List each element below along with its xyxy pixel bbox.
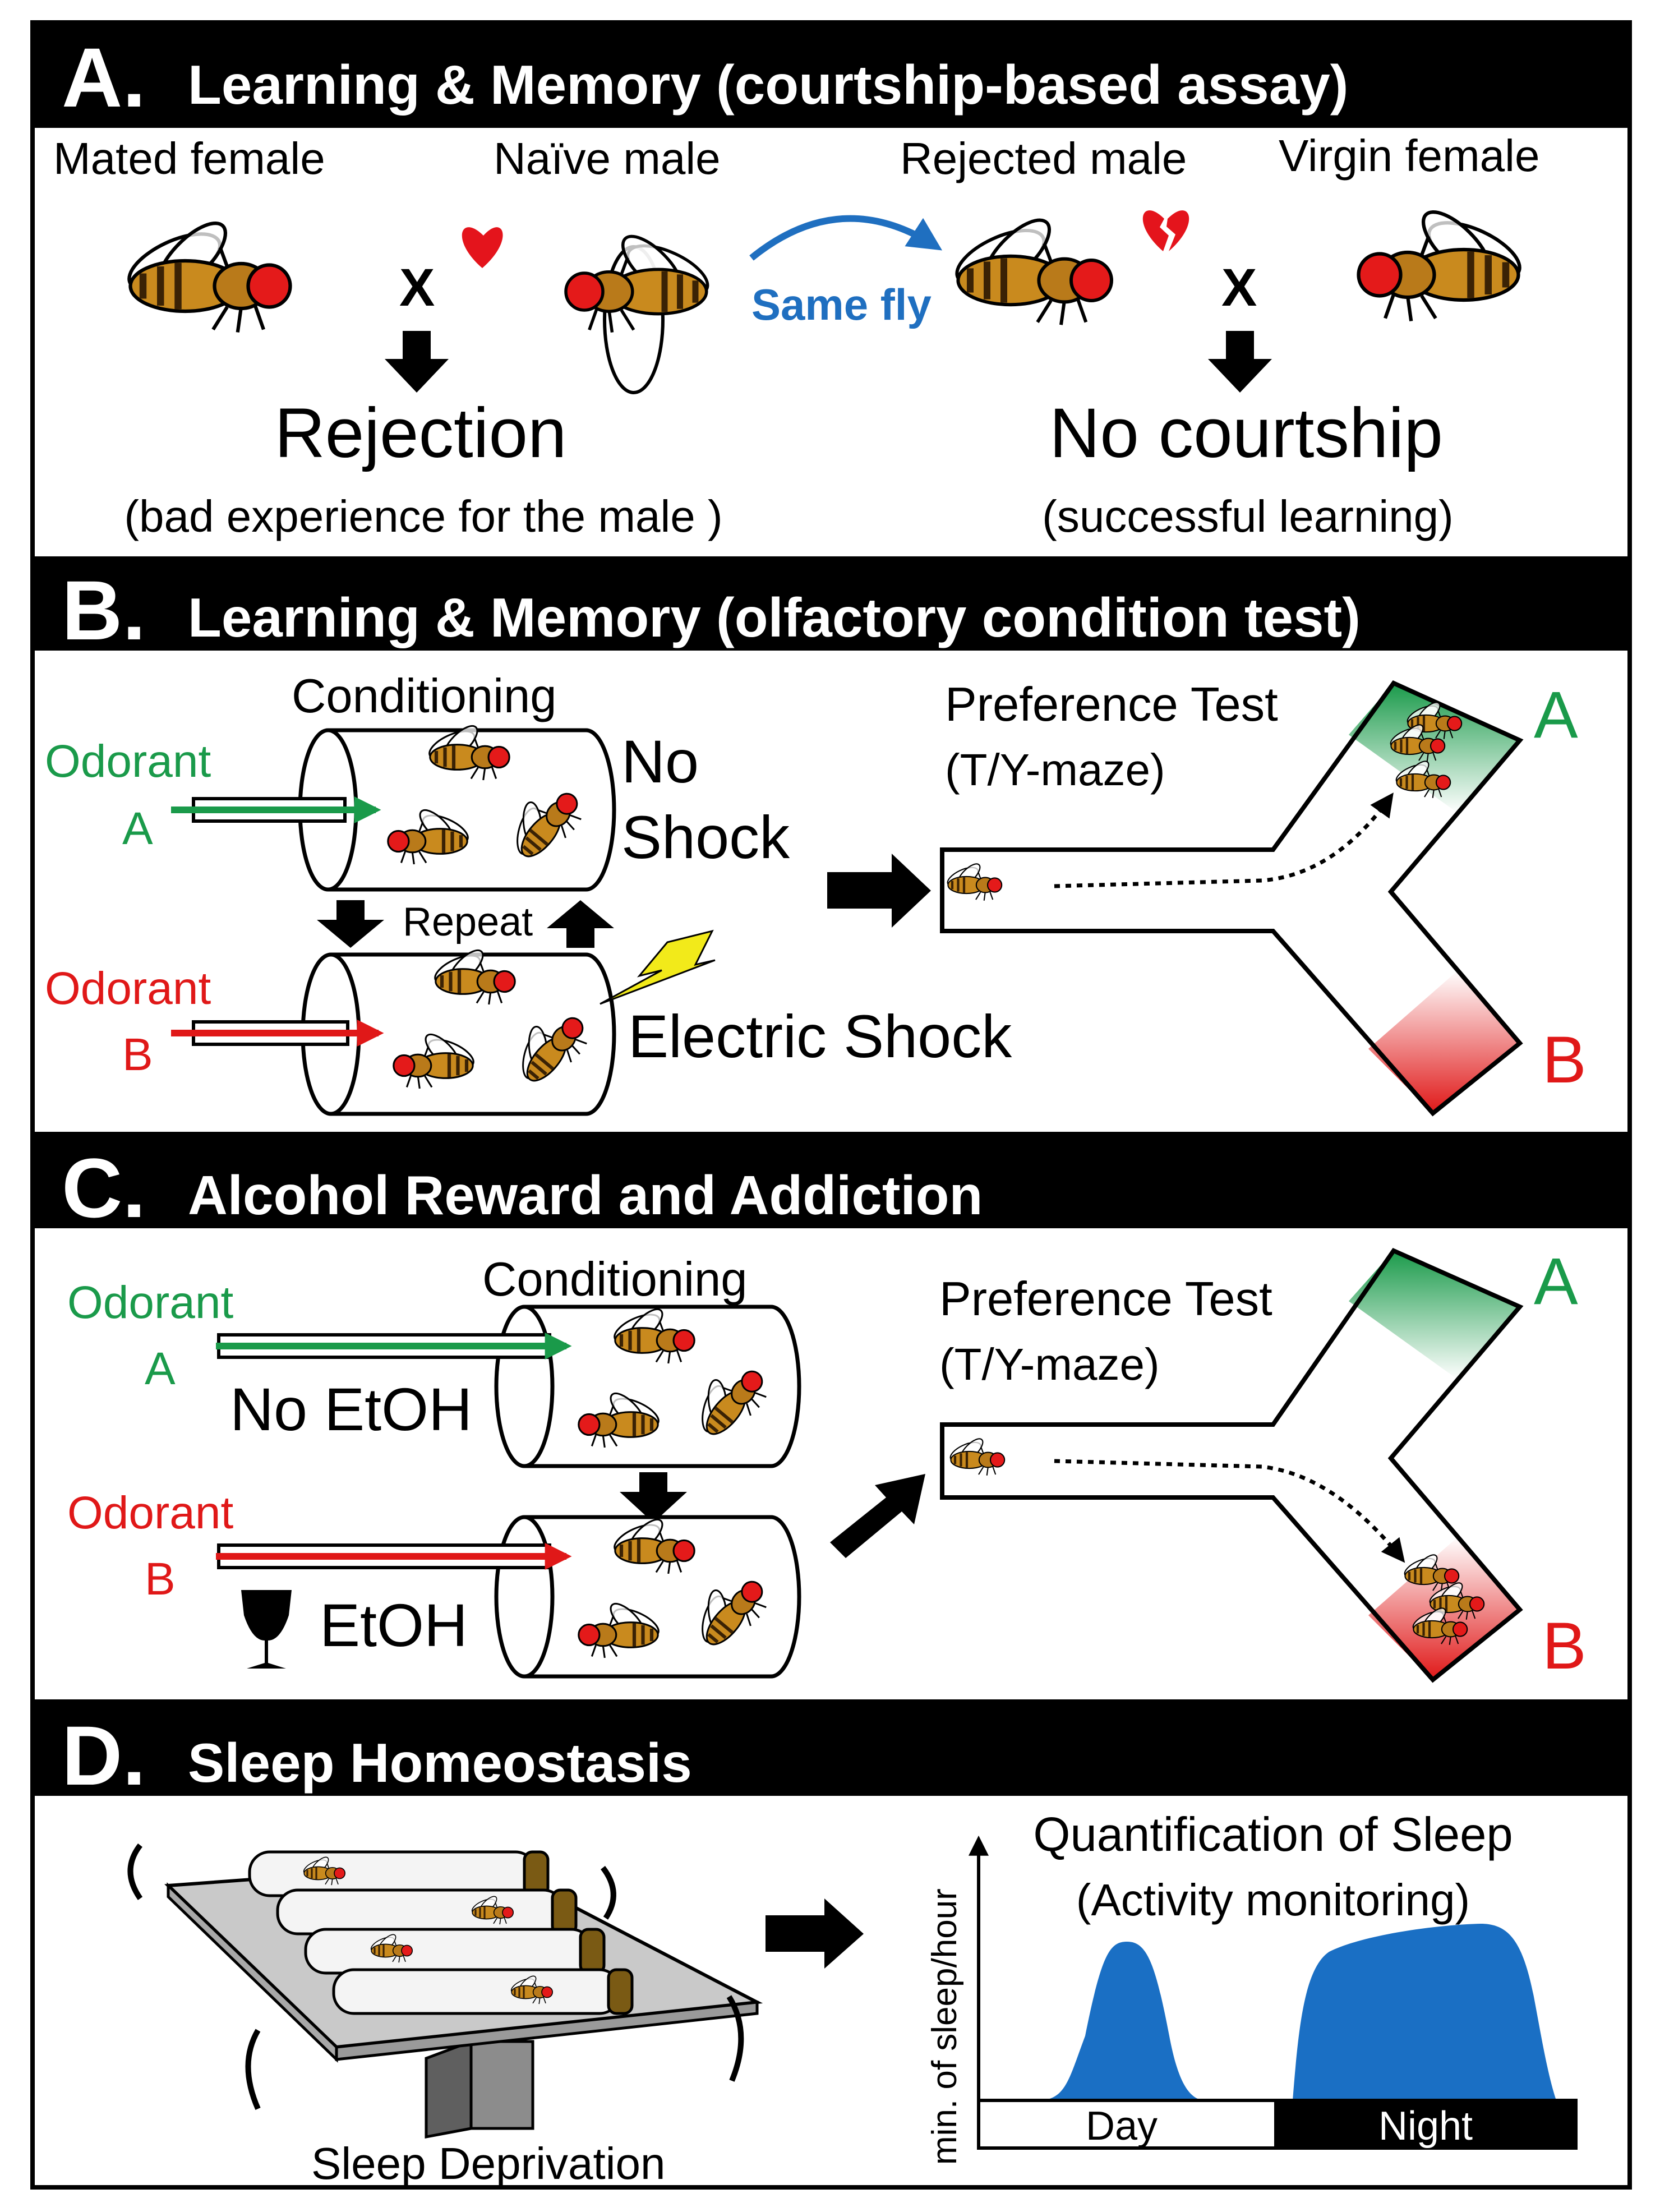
maze-a-label-c: A [1534,1245,1578,1319]
panel-d-title: Sleep Homeostasis [188,1732,692,1794]
pref-sub-b: (T/Y-maze) [945,745,1165,795]
conditioning-tube-etoh [494,1514,801,1679]
panel-d: D. Sleep Homeostasis [33,1699,1630,2188]
panel-c-title: Alcohol Reward and Addiction [188,1164,983,1226]
repeat-up-arrow-icon [547,900,614,948]
pref-title-b: Preference Test [945,678,1278,731]
odorant-a-letter-b: A [122,803,153,854]
conditioning-down-arrow-icon [620,1472,687,1523]
electric-shock-label: Electric Shock [628,1002,1012,1070]
shake-arrow-icon [127,1843,143,1900]
same-fly-label: Same fly [751,280,932,329]
shake-arrow-icon [600,1865,616,1920]
no-etoh-label: No EtOH [230,1375,472,1443]
maze-b-label-b: B [1542,1023,1587,1097]
panel-a-header [33,22,1630,128]
rejected-male-fly-icon [949,210,1112,325]
odorant-b-word-b: Odorant [45,963,211,1014]
to-maze-arrow-c [830,1474,925,1558]
y-maze-c [940,1248,1524,1683]
odorant-a-letter-c: A [145,1343,176,1394]
pref-sub-c: (T/Y-maze) [939,1339,1160,1389]
odorant-b-letter-c: B [145,1554,176,1605]
no-courtship-label: No courtship [1049,394,1443,472]
conditioning-label-c: Conditioning [482,1253,748,1306]
panel-d-letter: D. [62,1708,146,1803]
shake-arrow-icon [245,2029,261,2110]
virgin-female-label: Virgin female [1279,131,1539,181]
same-fly-arrow [749,215,943,261]
panel-b-letter: B. [62,563,146,657]
sleep-deprivation-label: Sleep Deprivation [311,2139,665,2188]
day-label: Day [1086,2104,1158,2149]
rejected-male-label: Rejected male [900,133,1187,183]
y-maze-b [940,680,1524,1117]
heart-icon [462,227,503,268]
no-shock-line1: No [621,727,699,795]
repeat-label: Repeat [403,900,533,944]
panel-c-letter: C. [62,1141,146,1235]
naive-male-fly-icon [566,227,714,394]
sleep-y-axis-label: min. of sleep/hour [925,1888,964,2165]
night-bar [1274,2099,1578,2150]
panel-a-letter: A. [62,30,146,125]
panel-b: B. Learning & Memory (olfactory conditio… [33,556,1630,1117]
etoh-label: EtOH [320,1591,468,1659]
conditioning-tube-no-etoh [494,1304,801,1468]
broken-heart-icon [1142,210,1189,251]
maze-a-label-b: A [1534,678,1578,752]
quant-title: Quantification of Sleep [1033,1808,1513,1861]
conditioning-label-b: Conditioning [292,670,557,723]
quant-sub: (Activity monitoring) [1076,1875,1470,1925]
panel-b-header [33,556,1630,651]
odorant-a-word-c: Odorant [67,1277,234,1328]
odorant-b-letter-b: B [122,1029,153,1080]
odorant-b-word-c: Odorant [67,1487,234,1538]
panel-c-header [33,1132,1630,1228]
panel-a-title: Learning & Memory (courtship-based assay… [188,54,1348,116]
rejection-label: Rejection [274,394,566,472]
repeat-down-arrow-icon [317,900,384,948]
no-courtship-note: (successful learning) [1042,491,1454,541]
naive-male-label: Naïve male [494,133,721,183]
panel-c: C. Alcohol Reward and Addiction Conditio… [33,1132,1630,1683]
mated-female-label: Mated female [53,133,325,183]
virgin-female-fly-icon [1359,202,1528,321]
conditioning-tube-no-shock [298,721,616,892]
mated-female-fly-icon [121,213,290,333]
odorant-a-word-b: Odorant [45,736,211,787]
cross-left: X [399,258,435,317]
down-arrow-right-icon [1208,331,1272,393]
down-arrow-left-icon [385,331,449,393]
maze-b-label-c: B [1542,1609,1587,1683]
shaker-platform [164,1850,763,2139]
panel-b-title: Learning & Memory (olfactory condition t… [188,587,1361,648]
no-shock-line2: Shock [621,803,790,871]
panel-a: A. Learning & Memory (courtship-based as… [33,22,1630,541]
conditioning-tube-shock [301,945,616,1116]
panel-d-header [33,1699,1630,1796]
to-maze-arrow-b [827,854,931,928]
sleep-chart: min. of sleep/hour Day Night [925,1835,1578,2165]
cross-right: X [1221,258,1257,317]
night-sleep-area [1293,1924,1556,2100]
to-chart-arrow-d [766,1898,864,1969]
lightning-bolt-icon [600,929,716,1005]
day-sleep-area [1038,1942,1206,2100]
night-label: Night [1378,2104,1473,2149]
rejection-note: (bad experience for the male ) [124,491,722,541]
pref-title-c: Preference Test [939,1273,1272,1326]
wine-glass-icon [241,1590,292,1669]
shake-arrow-icon [726,1995,744,2082]
